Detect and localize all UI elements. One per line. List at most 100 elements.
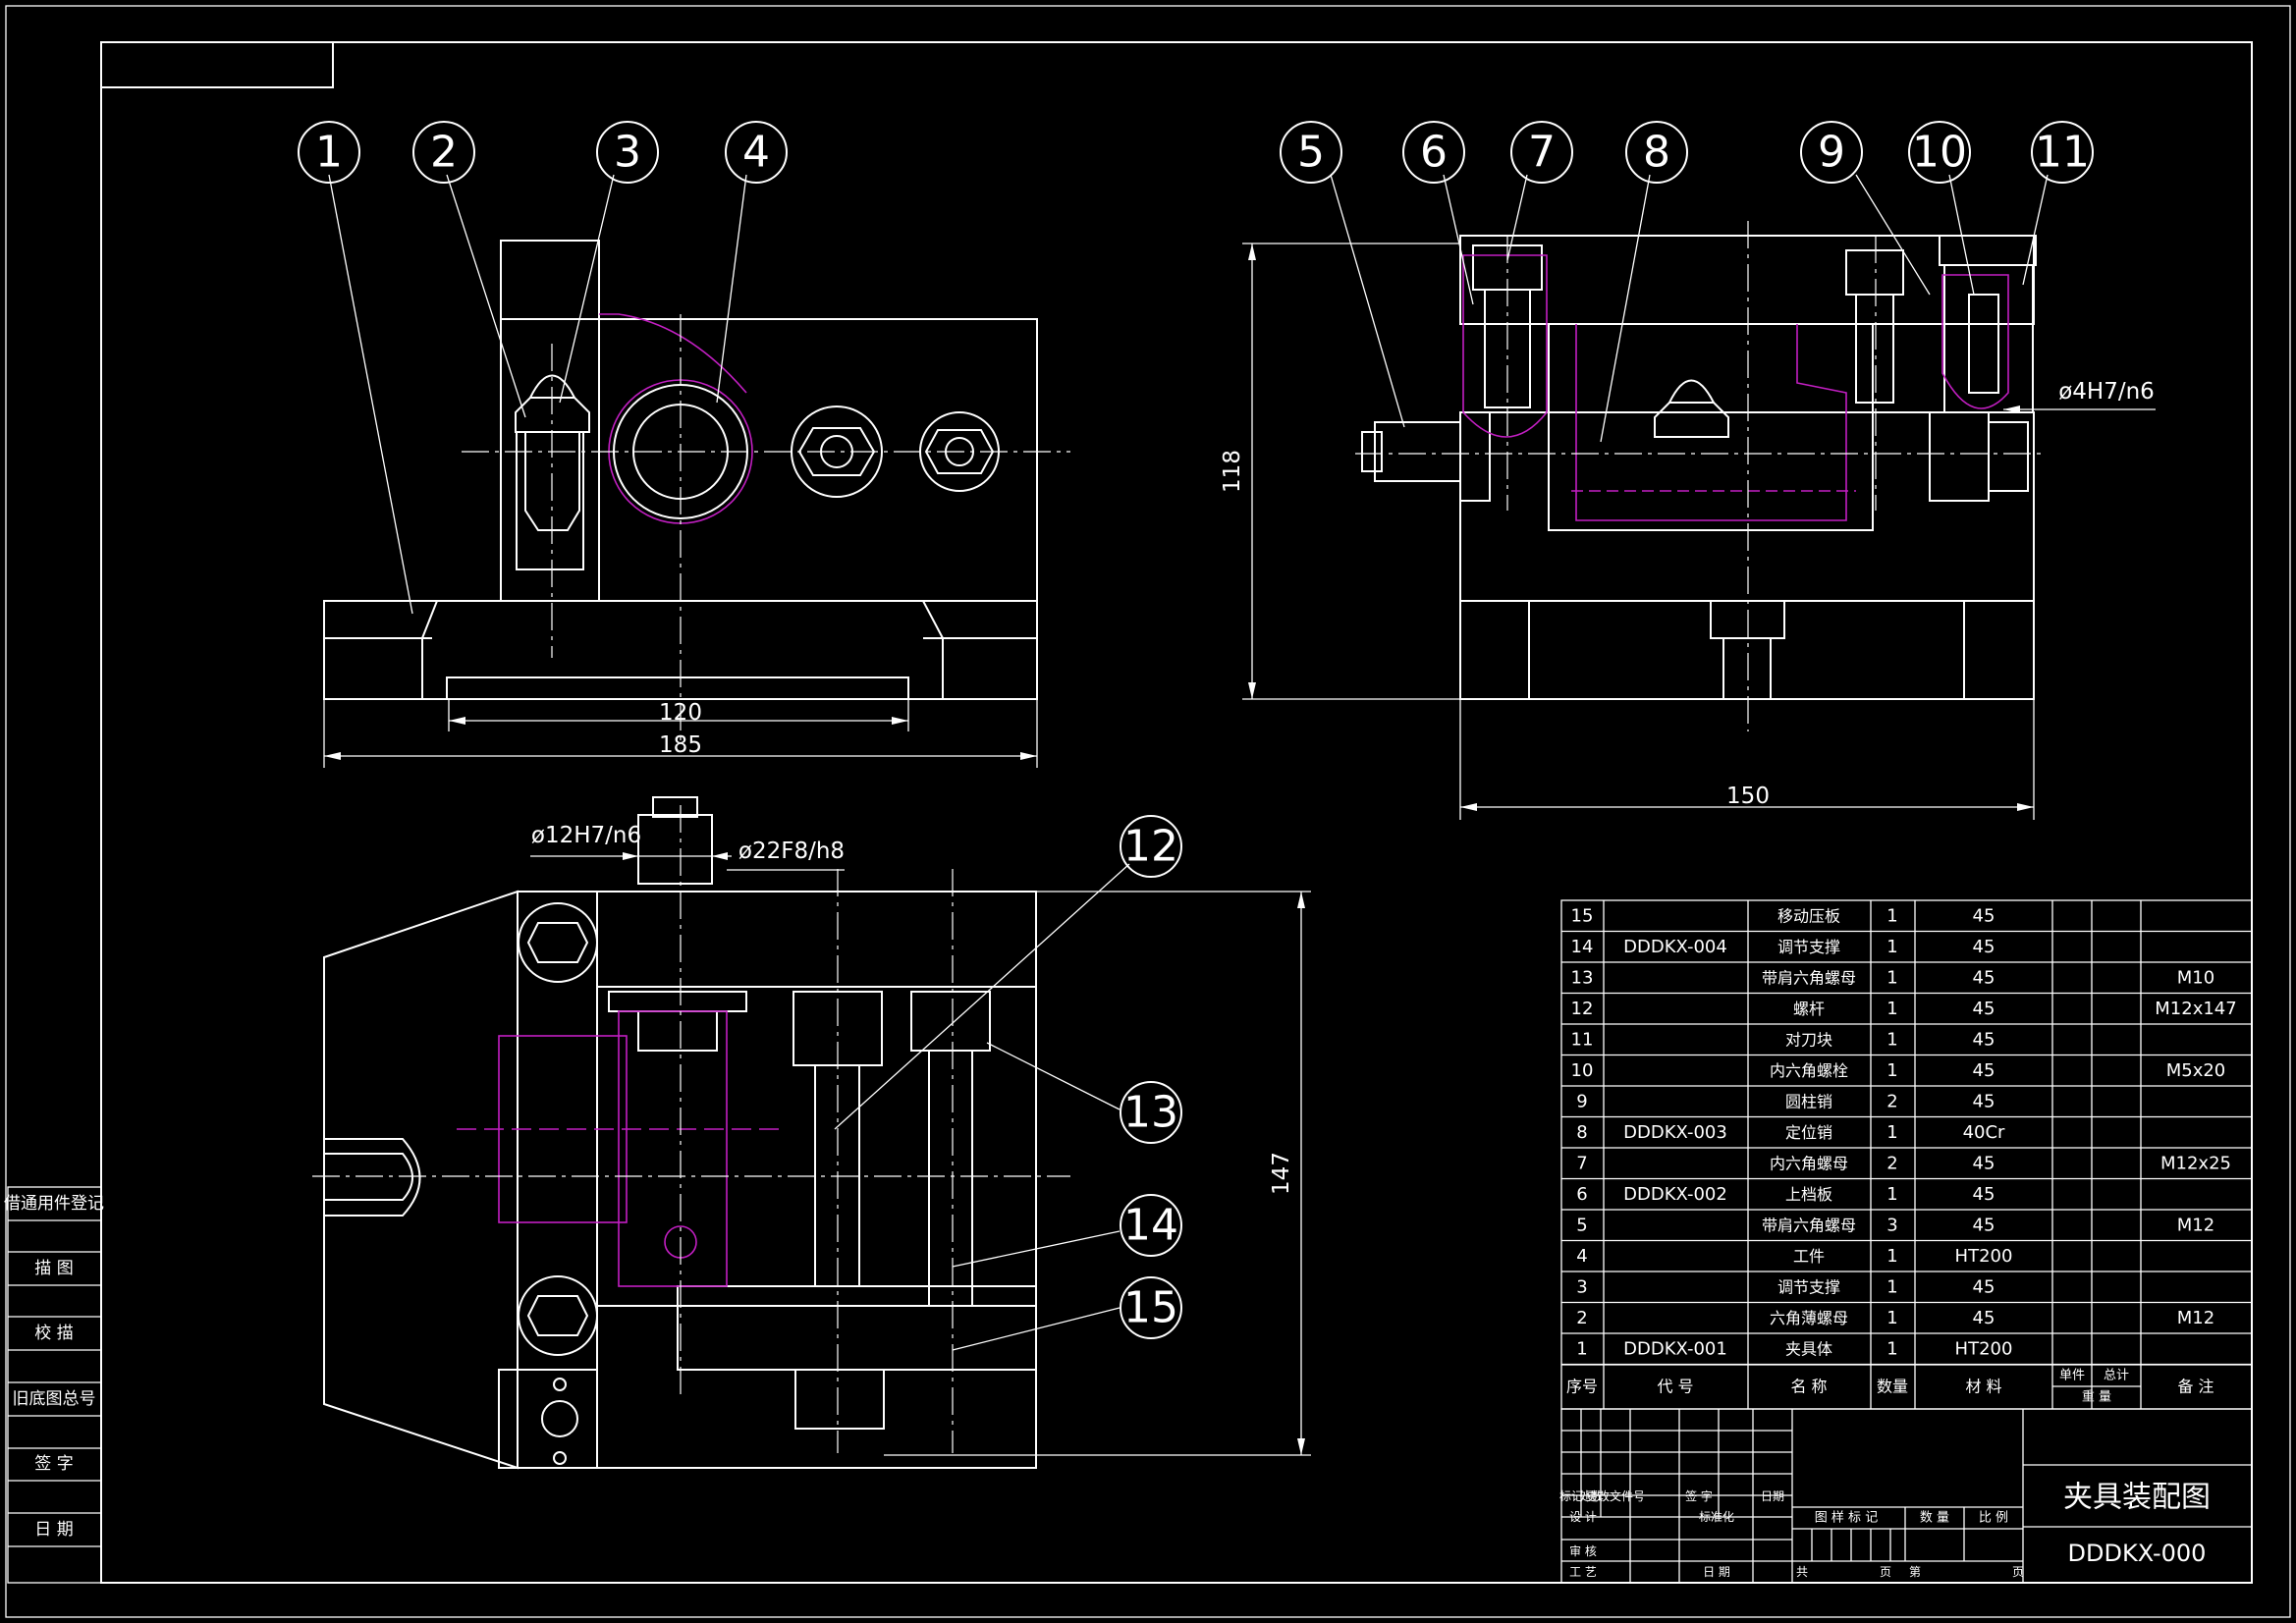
bom-cell-name: 对刀块 (1785, 1030, 1832, 1049)
bom-cell-name: 上档板 (1785, 1185, 1832, 1204)
bom-cell-material: 45 (1973, 1060, 1995, 1081)
tb-weight: 数 量 (1920, 1511, 1949, 1526)
bom-cell-no: 4 (1576, 1246, 1587, 1267)
bom-cell-no: 3 (1576, 1276, 1587, 1297)
stamp-row6: 日 期 (34, 1520, 73, 1540)
bom-cell-material: 45 (1973, 1091, 1995, 1111)
balloon-9: 9 (1800, 121, 1863, 184)
dim-118: 118 (1220, 450, 1245, 493)
bom-cell-qty: 3 (1886, 1215, 1897, 1235)
bom-cell-material: 45 (1973, 1308, 1995, 1328)
bom-header-no: 序号 (1566, 1378, 1598, 1396)
bom-cell-note: M12x25 (2160, 1153, 2231, 1173)
bom-cell-name: 带肩六角螺母 (1762, 1216, 1856, 1234)
bom-cell-no: 11 (1571, 1029, 1594, 1050)
bom-cell-qty: 1 (1886, 1029, 1897, 1050)
bom-cell-material: HT200 (1955, 1338, 2013, 1359)
balloon-12: 12 (1120, 815, 1182, 878)
bom-cell-note: M5x20 (2166, 1060, 2226, 1081)
bom-cell-no: 6 (1576, 1184, 1587, 1205)
bom-cell-name: 工件 (1793, 1247, 1825, 1266)
bom-cell-note: M12 (2177, 1308, 2214, 1328)
bom-cell-no: 7 (1576, 1153, 1587, 1173)
dim-150: 150 (1726, 784, 1770, 809)
balloon-7: 7 (1510, 121, 1573, 184)
title-block: 标记 处数 更改文件号 签 字 日期 设 计 标准化 审 核 工 艺 日 期 图… (1559, 1408, 2253, 1584)
svg-text:14: 14 (1123, 1201, 1178, 1251)
bom-cell-qty: 1 (1886, 1246, 1897, 1267)
bom-header-note: 备 注 (2177, 1378, 2214, 1396)
svg-text:3: 3 (614, 128, 641, 178)
balloon-15: 15 (1120, 1276, 1182, 1339)
tb-design: 设 计 (1569, 1510, 1597, 1524)
balloon-11: 11 (2031, 121, 2094, 184)
tb-process: 工 艺 (1569, 1565, 1597, 1579)
bom-cell-name: 定位销 (1785, 1123, 1832, 1142)
svg-text:8: 8 (1643, 128, 1670, 178)
balloon-14: 14 (1120, 1194, 1182, 1257)
bom-header-weight: 重 量 (2082, 1389, 2111, 1405)
bom-cell-material: 45 (1973, 999, 1995, 1019)
svg-text:5: 5 (1297, 128, 1325, 178)
bom-cell-name: 内六角螺栓 (1770, 1061, 1848, 1080)
drawing-frame (100, 41, 2253, 1584)
bom-header-code: 代 号 (1657, 1378, 1693, 1396)
dim-185: 185 (659, 732, 702, 758)
tb-scale: 比 例 (1979, 1511, 2008, 1526)
stamp-row5: 签 字 (34, 1454, 73, 1474)
tb-standard: 标准化 (1699, 1510, 1734, 1524)
bom-header-material: 材 料 (1965, 1378, 2001, 1396)
stamp-row3: 校 描 (34, 1324, 73, 1343)
svg-text:12: 12 (1123, 822, 1178, 872)
bom-cell-name: 调节支撑 (1777, 938, 1840, 956)
tb-sheet-no: 第 (1909, 1565, 1921, 1579)
bom-cell-qty: 1 (1886, 1184, 1897, 1205)
dim-147: 147 (1269, 1152, 1294, 1195)
bom-cell-name: 调节支撑 (1777, 1277, 1840, 1296)
rev-h0: 标记 (1559, 1489, 1583, 1503)
rev-h3: 签 字 (1685, 1488, 1713, 1503)
bom-header-qty: 数量 (1877, 1378, 1908, 1396)
bom-cell-note: M10 (2177, 967, 2214, 988)
balloon-1: 1 (298, 121, 360, 184)
bom-header-total: 总计 (2104, 1369, 2129, 1383)
bom-cell-qty: 1 (1886, 1122, 1897, 1143)
bom-cell-no: 10 (1571, 1060, 1594, 1081)
balloon-group: 1 2 3 4 5 6 7 8 9 10 11 12 13 14 15 (298, 121, 2094, 1339)
bom-cell-qty: 1 (1886, 1060, 1897, 1081)
bom-cell-name: 带肩六角螺母 (1762, 968, 1856, 987)
bom-cell-no: 1 (1576, 1338, 1587, 1359)
dim-120: 120 (659, 700, 702, 726)
bom-cell-no: 15 (1571, 905, 1594, 926)
bom-cell-material: 45 (1973, 1184, 1995, 1205)
bom-cell-material: 40Cr (1963, 1122, 2005, 1143)
balloon-8: 8 (1625, 121, 1688, 184)
svg-text:4: 4 (742, 128, 770, 178)
stamp-row4: 旧底图总号 (13, 1389, 96, 1409)
svg-text:6: 6 (1420, 128, 1448, 178)
bom-cell-code: DDDKX-002 (1623, 1184, 1727, 1205)
bom-header-name: 名 称 (1790, 1378, 1827, 1396)
corner-box (100, 41, 334, 88)
bom-header-unit: 单件 (2059, 1369, 2085, 1383)
bom-cell-qty: 2 (1886, 1091, 1897, 1111)
bom-cell-qty: 1 (1886, 967, 1897, 988)
stamp-row2: 描 图 (34, 1259, 73, 1278)
bom-cell-code: DDDKX-001 (1623, 1338, 1727, 1359)
tb-sheets-total: 共 (1796, 1565, 1808, 1579)
side-stamp: 借通用件登记 描 图 校 描 旧底图总号 签 字 日 期 (4, 1186, 104, 1584)
svg-text:2: 2 (430, 128, 458, 178)
balloon-4: 4 (725, 121, 788, 184)
bom-cell-name: 内六角螺母 (1770, 1154, 1848, 1172)
drawing-number: DDDKX-000 (2068, 1540, 2207, 1567)
bom-cell-material: 45 (1973, 1215, 1995, 1235)
fit-22F8: ø22F8/h8 (738, 839, 845, 864)
svg-text:13: 13 (1123, 1088, 1178, 1138)
svg-text:9: 9 (1818, 128, 1845, 178)
side-view: 118 150 ø4H7/n6 (1220, 174, 2156, 820)
stamp-row1: 借通用件登记 (4, 1194, 104, 1214)
tb-date: 日 期 (1703, 1565, 1730, 1579)
bom-cell-qty: 2 (1886, 1153, 1897, 1173)
